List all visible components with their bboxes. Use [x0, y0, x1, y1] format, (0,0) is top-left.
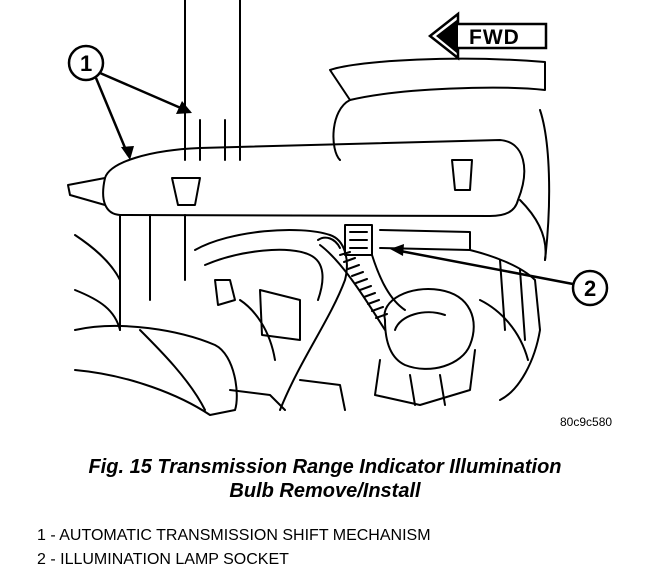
- legend: 1 - AUTOMATIC TRANSMISSION SHIFT MECHANI…: [37, 524, 431, 572]
- coiled-cable: [319, 244, 386, 331]
- shift-lever: [184, 0, 241, 161]
- figure-caption: Fig. 15 Transmission Range Indicator Ill…: [0, 455, 650, 503]
- forward-arrow-icon: [427, 11, 548, 61]
- image-id: 80c9c580: [560, 415, 612, 429]
- legend-item-2: 2 - ILLUMINATION LAMP SOCKET: [37, 551, 289, 568]
- transmission-diagram: FWD 1 2 80c9c580: [67, 0, 612, 429]
- actuator-housing: [383, 288, 475, 370]
- caption-line-1: Fig. 15 Transmission Range Indicator Ill…: [88, 456, 562, 478]
- fwd-label: FWD: [469, 26, 520, 49]
- callout-2-number: 2: [584, 276, 596, 301]
- indicator-bezel: [102, 139, 526, 217]
- legend-item-1: 1 - AUTOMATIC TRANSMISSION SHIFT MECHANI…: [37, 527, 431, 544]
- console-outline: [329, 57, 546, 101]
- caption-line-2: Bulb Remove/Install: [229, 480, 421, 502]
- callout-2: 2: [390, 244, 609, 307]
- callout-1: 1: [67, 44, 192, 160]
- callout-1-number: 1: [80, 51, 92, 76]
